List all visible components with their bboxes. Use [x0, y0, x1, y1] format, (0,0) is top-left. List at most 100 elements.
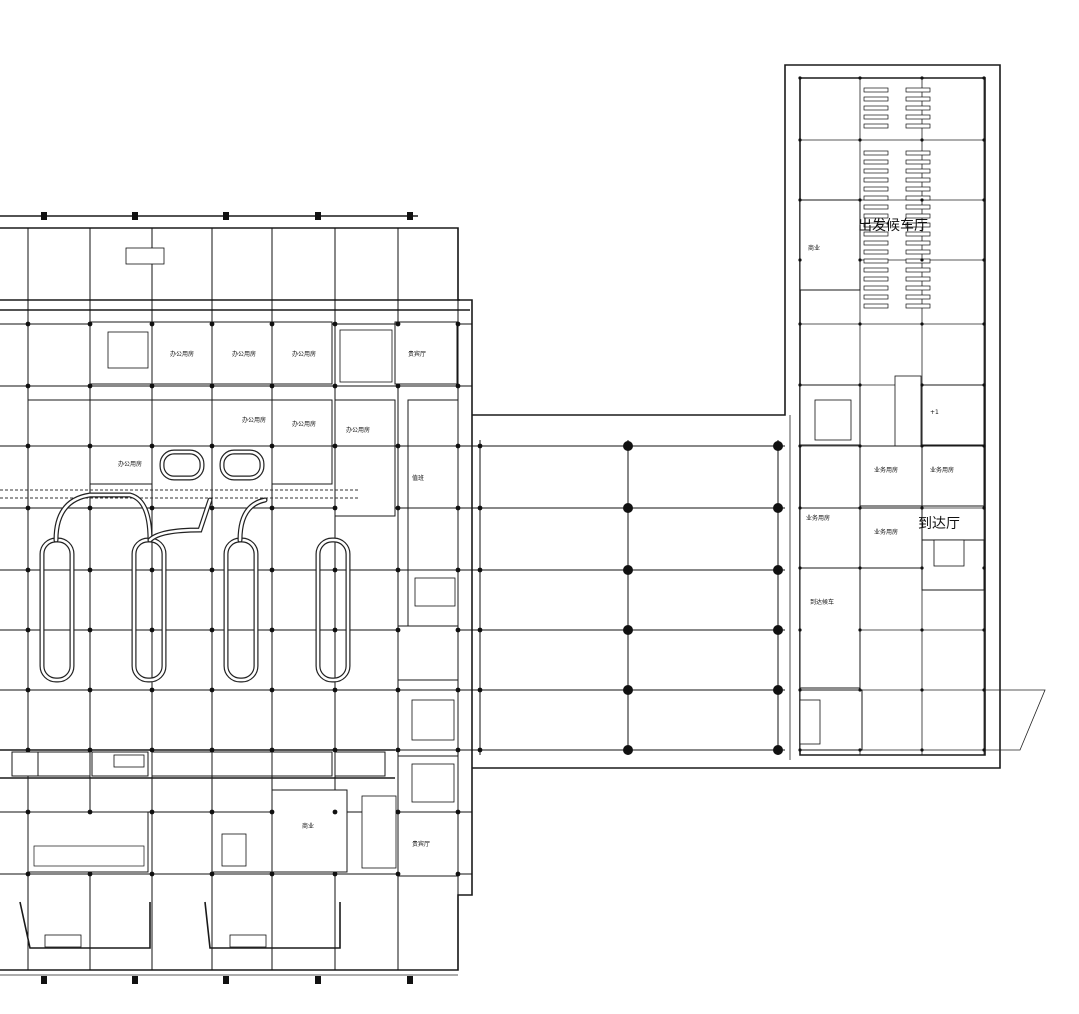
column [332, 443, 338, 449]
svg-text:到达候车: 到达候车 [810, 598, 834, 606]
column [858, 628, 862, 632]
column [773, 625, 783, 635]
column [87, 809, 93, 815]
column [858, 566, 862, 570]
seat-row [905, 222, 931, 228]
column [773, 441, 783, 451]
column [209, 443, 215, 449]
column [395, 443, 401, 449]
column [477, 505, 483, 511]
column [395, 747, 401, 753]
seat-row [905, 258, 931, 264]
seat-row [863, 168, 889, 174]
column [773, 745, 783, 755]
column [623, 441, 633, 451]
column [982, 628, 986, 632]
column [920, 628, 924, 632]
svg-text:值班: 值班 [412, 474, 424, 482]
column [332, 321, 338, 327]
seat-row [863, 249, 889, 255]
column [395, 321, 401, 327]
column [920, 383, 924, 387]
column [332, 567, 338, 573]
column [982, 76, 986, 80]
seat-row [905, 159, 931, 165]
svg-text:贵宾厅: 贵宾厅 [408, 350, 426, 358]
seat-row [863, 186, 889, 192]
seat-row [863, 267, 889, 273]
column [858, 506, 862, 510]
column [395, 567, 401, 573]
seat-row [905, 267, 931, 273]
column [798, 258, 802, 262]
column [982, 506, 986, 510]
column [858, 76, 862, 80]
seat-row [863, 177, 889, 183]
column [798, 748, 802, 752]
column [25, 443, 31, 449]
column [798, 506, 802, 510]
seat-row [863, 123, 889, 129]
column [858, 322, 862, 326]
column [982, 383, 986, 387]
column [87, 443, 93, 449]
column [773, 685, 783, 695]
column [920, 566, 924, 570]
column [209, 871, 215, 877]
svg-text:业务用房: 业务用房 [930, 466, 954, 474]
seat-row [905, 123, 931, 129]
column [332, 383, 338, 389]
column [920, 258, 924, 262]
column [315, 976, 321, 984]
column [269, 443, 275, 449]
column [315, 212, 321, 220]
arrival-hall-label: 到达厅 [918, 516, 960, 532]
seat-row [863, 222, 889, 228]
column [773, 503, 783, 513]
seat-row [863, 114, 889, 120]
column [25, 627, 31, 633]
column [920, 322, 924, 326]
column [269, 627, 275, 633]
seat-row [905, 195, 931, 201]
column [455, 747, 461, 753]
seat-row [905, 213, 931, 219]
seat-row [905, 249, 931, 255]
column [455, 871, 461, 877]
svg-text:贵宾厅: 贵宾厅 [412, 840, 430, 848]
column [209, 383, 215, 389]
column [87, 627, 93, 633]
column [25, 871, 31, 877]
column [332, 505, 338, 511]
column [455, 321, 461, 327]
column [395, 627, 401, 633]
seat-row [863, 87, 889, 93]
svg-text:+1: +1 [930, 409, 939, 416]
column [623, 685, 633, 695]
column [209, 687, 215, 693]
column [149, 505, 155, 511]
right-terminal: 商业 业务用房 业务用房 业务用房 业务用房 到达候车 +1 出发候车厅 到达厅 [799, 77, 1046, 756]
column [798, 383, 802, 387]
column [209, 567, 215, 573]
svg-text:业务用房: 业务用房 [874, 466, 898, 474]
column [455, 687, 461, 693]
column [269, 687, 275, 693]
seat-row [905, 231, 931, 237]
svg-text:办公用房: 办公用房 [292, 350, 316, 358]
column [209, 627, 215, 633]
column [395, 687, 401, 693]
column [477, 627, 483, 633]
svg-text:业务用房: 业务用房 [806, 514, 830, 522]
departure-hall-label: 出发候车厅 [858, 217, 928, 234]
left-terminal: 办公用房 办公用房 办公用房 贵宾厅 办公用房 办公用房 办公用房 办公用房 值… [0, 212, 473, 984]
column [477, 567, 483, 573]
column [407, 976, 413, 984]
column [87, 321, 93, 327]
svg-text:办公用房: 办公用房 [242, 416, 266, 424]
column [25, 383, 31, 389]
column [982, 688, 986, 692]
seat-row [863, 96, 889, 102]
column [623, 503, 633, 513]
